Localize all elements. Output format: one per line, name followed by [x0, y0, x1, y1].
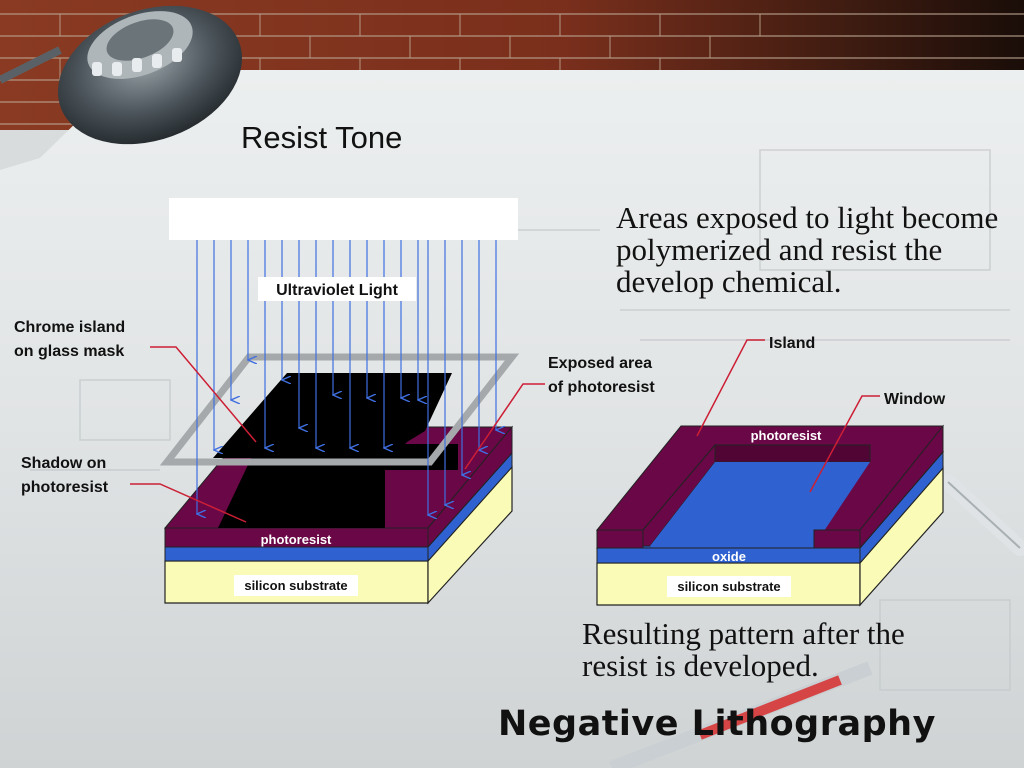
left-substrate-label-box [234, 575, 358, 596]
chrome-leader-line [150, 346, 257, 443]
left-photoresist-label: photoresist [261, 532, 332, 547]
chrome-island-label: Chrome island on glass mask [14, 319, 130, 360]
exposure-description: Areas exposed to light become polymerize… [616, 200, 999, 299]
right-photoresist-side [859, 424, 944, 550]
uv-light-label: Ultraviolet Light [276, 282, 398, 299]
island-label: Island [769, 335, 815, 352]
exposed-leader-line [464, 383, 545, 470]
shadow-label: Shadow on photoresist [21, 455, 111, 496]
lamp-illustration [0, 5, 242, 145]
exposed-label-line2: of photoresist [548, 379, 655, 396]
uv-light-source [169, 198, 518, 240]
exposed-label-line1: Exposed area [548, 355, 652, 372]
slide-title: Resist Tone [241, 120, 403, 155]
shadow-label-line2: photoresist [21, 479, 109, 496]
left-photoresist-side [427, 425, 513, 549]
right-photoresist-front-left [596, 529, 644, 549]
right-window-back-wall [714, 444, 871, 463]
result-description: Resulting pattern after the resist is de… [582, 616, 905, 683]
pencil-illustration [609, 474, 1024, 768]
uv-arrows [197, 240, 496, 515]
glass-mask [159, 353, 520, 466]
left-oxide-front [164, 546, 429, 562]
uv-label-box [258, 277, 416, 301]
right-photoresist-label: photoresist [751, 428, 822, 443]
shadow-label-line1: Shadow on [21, 455, 106, 472]
right-photoresist-front-right [813, 529, 861, 549]
faint-blueprint-lines [30, 149, 1011, 691]
island-leader-line [696, 339, 765, 437]
exposed-area-label: Exposed area of photoresist [548, 355, 657, 396]
right-oxide-label: oxide [712, 549, 746, 564]
right-substrate-label: silicon substrate [677, 579, 780, 594]
slide-heading: Negative Lithography [498, 704, 936, 744]
left-substrate-label: silicon substrate [244, 578, 347, 593]
window-leader-line [809, 395, 880, 493]
chrome-label-line1: Chrome island [14, 319, 125, 336]
chrome-label-line2: on glass mask [14, 343, 124, 360]
right-substrate-label-box [667, 576, 791, 597]
chrome-island [213, 373, 452, 458]
left-diagram: Ultraviolet Light photoresist silicon su… [14, 198, 657, 605]
window-label: Window [884, 391, 946, 408]
right-diagram: photoresist oxide silicon substrate Isla… [595, 335, 946, 607]
shadow-leader-line [130, 483, 247, 523]
